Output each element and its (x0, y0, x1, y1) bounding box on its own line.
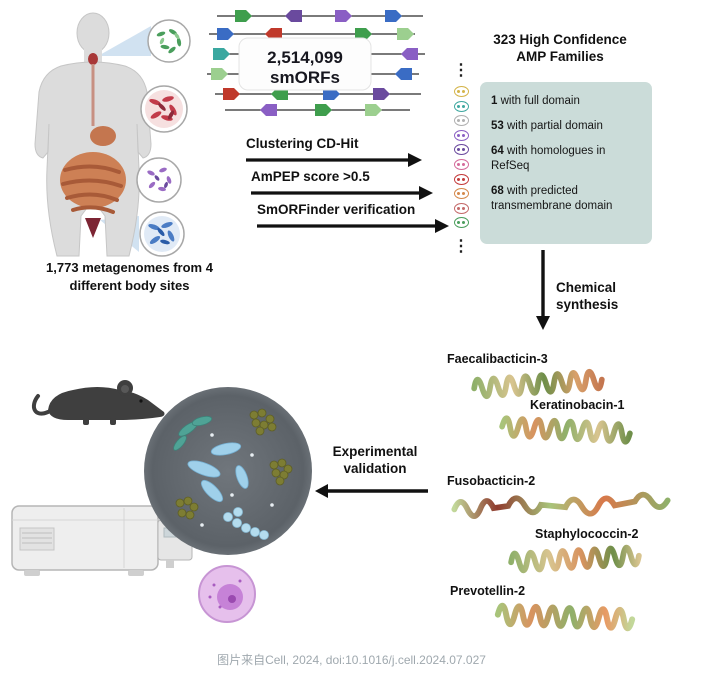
pipeline-arrow-1 (246, 153, 422, 167)
smorf-label: smORFs (270, 68, 340, 87)
zoom-circle-gut (136, 157, 182, 203)
smorf-count: 2,514,099 (267, 48, 343, 67)
smorf-count-box (238, 37, 372, 91)
cell-icon (198, 565, 256, 623)
zoom-circle-skin (140, 85, 188, 133)
families-title-line1: 323 High Confidence (493, 32, 627, 47)
families-box: 1 with full domain 53 with partial domai… (480, 82, 652, 244)
amp-family-oval (453, 158, 469, 170)
amp-family-oval-column (451, 86, 471, 232)
amp-family-oval (453, 86, 469, 97)
beam-to-mouth-circle (98, 26, 151, 56)
human-body-illustration (34, 12, 191, 257)
zoom-circle-urogenital (139, 211, 185, 257)
amp-family-oval (453, 144, 469, 156)
amp-family-oval (453, 100, 469, 112)
stomach-organ (90, 126, 116, 146)
peptide-label-prevotellin: Prevotellin-2 (450, 584, 526, 598)
peptide-label-staphylococcin: Staphylococcin-2 (535, 527, 639, 541)
microscopy-image (144, 387, 312, 555)
peptide-label-fusobacticin: Fusobacticin-2 (447, 474, 536, 488)
family-item-4: 68 with predicted transmembrane domain (491, 184, 613, 212)
amp-family-oval (453, 173, 469, 185)
families-title-line2: AMP Families (516, 48, 604, 64)
families-dots-top: ⋮ (453, 62, 469, 79)
footer-credit: 图片来自Cell, 2024, doi:10.1016/j.cell.2024.… (217, 653, 486, 667)
amp-family-oval (453, 115, 469, 127)
chemical-synthesis-arrow (536, 250, 550, 330)
helix-illustration-fusobacticin (451, 491, 671, 519)
pipeline-step-3-label: SmORFinder verification (257, 202, 416, 217)
peptide-label-keratinobacin: Keratinobacin-1 (530, 398, 625, 412)
metagenomes-caption-line2: different body sites (69, 277, 190, 293)
pipeline-step-2-label: AmPEP score >0.5 (251, 169, 370, 184)
pipeline-step-1-label: Clustering CD-Hit (246, 136, 359, 151)
helix-illustration-staphylococcin (508, 544, 642, 574)
amp-family-oval (453, 129, 469, 141)
experimental-validation-label: Experimental validation (332, 444, 418, 476)
pipeline-arrow-2 (251, 186, 433, 200)
mouth-organ (88, 53, 98, 65)
families-title: 323 High Confidence AMP Families (460, 32, 660, 66)
mouse-icon (31, 380, 165, 425)
amp-family-oval (453, 217, 469, 229)
amp-family-oval (453, 188, 469, 200)
families-dots-bottom: ⋮ (453, 238, 469, 255)
helix-illustration-keratinobacin (499, 415, 633, 445)
metagenomes-caption-line1: 1,773 metagenomes from 4 (46, 260, 213, 275)
family-item-3: 64 with homologues in RefSeq (491, 144, 606, 172)
zoom-circle-mouth (147, 19, 191, 63)
amp-family-oval (453, 202, 469, 214)
gene-arrows-illustration: 2,514,099 smORFs (207, 10, 425, 116)
chemical-synthesis-label: Chemical synthesis (556, 280, 619, 312)
helix-illustration-faecalibacticin (471, 368, 605, 400)
family-item-1: 1 with full domain (491, 95, 580, 107)
experimental-validation-arrow (315, 484, 428, 498)
metagenomes-caption: 1,773 metagenomes from 4 different body … (22, 259, 237, 294)
peptide-label-faecalibacticin: Faecalibacticin-3 (447, 352, 548, 366)
pelvic-organ (85, 218, 101, 238)
helix-illustration-prevotellin (494, 602, 636, 632)
family-item-2: 53 with partial domain (491, 119, 603, 132)
pipeline-arrow-3 (257, 219, 449, 233)
